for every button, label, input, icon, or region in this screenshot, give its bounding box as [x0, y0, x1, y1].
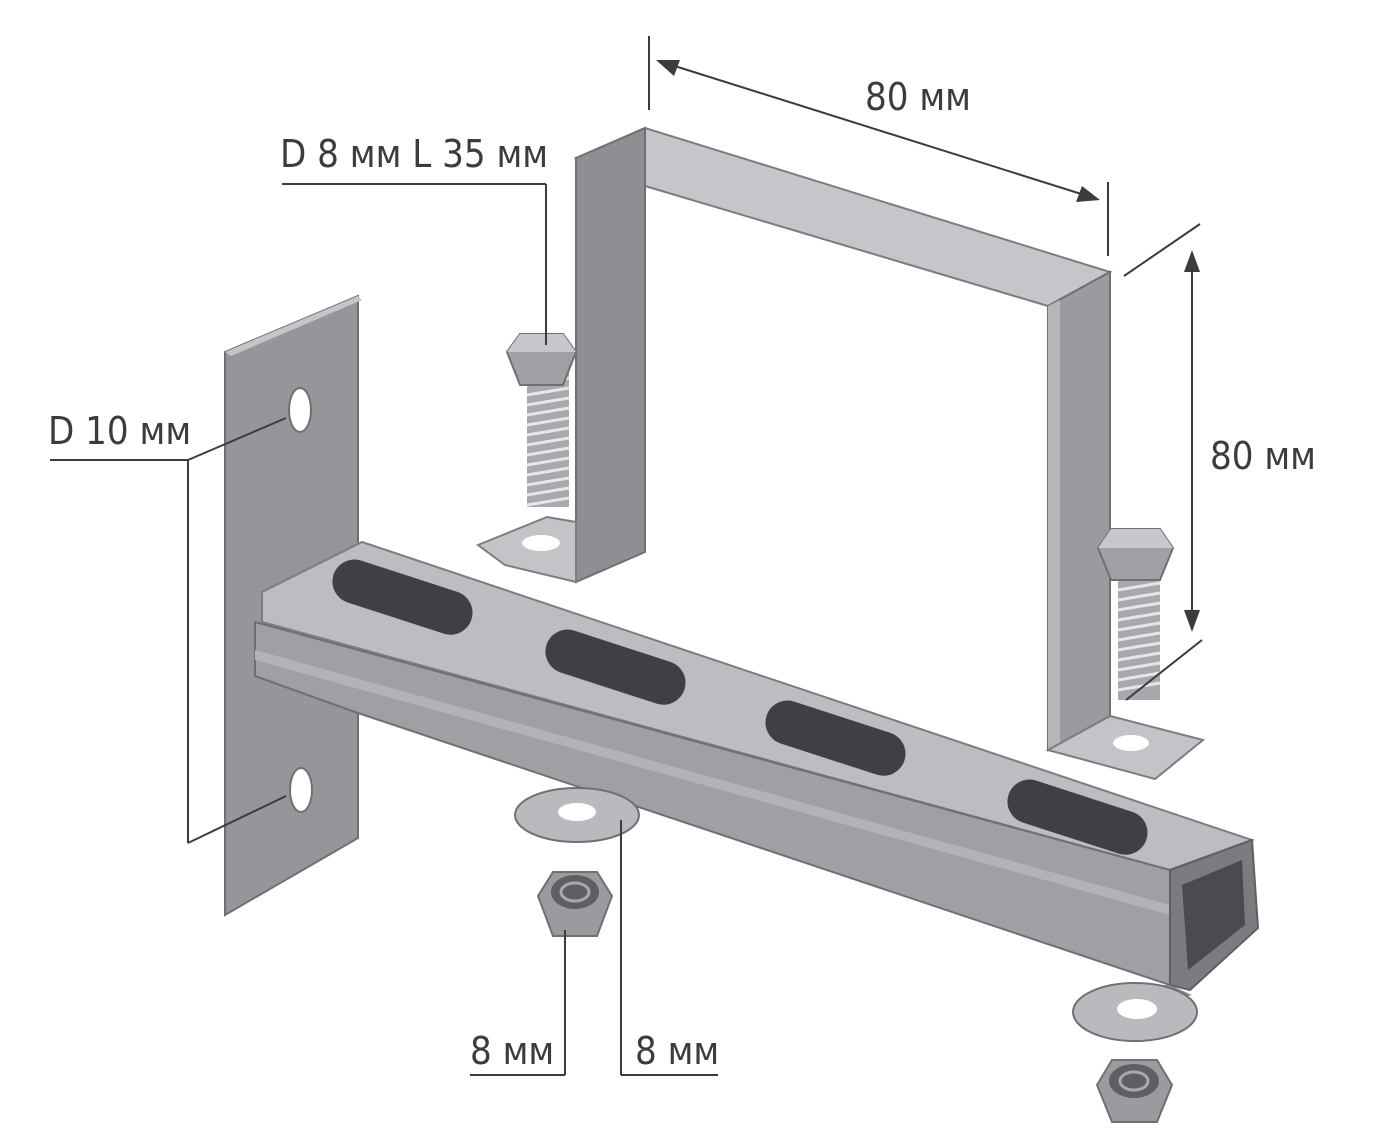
channel-arm — [254, 540, 1260, 1000]
dimension-lines — [50, 36, 1203, 1076]
label-hole-diameter: D 10 мм — [48, 409, 191, 453]
washer-right — [1072, 982, 1198, 1042]
wall-plate-hole-top — [288, 387, 312, 433]
label-bolt-size: D 8 мм L 35 мм — [280, 132, 548, 176]
label-height: 80 мм — [1210, 434, 1316, 478]
nut-left — [536, 871, 614, 937]
nut-right — [1095, 1059, 1174, 1123]
washer-left — [514, 787, 640, 843]
label-width: 80 мм — [865, 75, 971, 119]
label-washer-size: 8 мм — [635, 1029, 719, 1073]
channel-slot-1 — [332, 559, 473, 635]
bolt-left — [505, 333, 578, 507]
u-clamp-foot-hole-left — [522, 535, 560, 551]
channel-slot-2 — [545, 629, 686, 705]
channel-slot-3 — [765, 700, 906, 776]
label-nut-size: 8 мм — [470, 1029, 554, 1073]
u-clamp — [475, 126, 1206, 781]
channel-slot-4 — [1007, 779, 1148, 855]
wall-plate-hole-bottom — [289, 767, 313, 813]
u-clamp-foot-hole-right — [1113, 735, 1149, 751]
